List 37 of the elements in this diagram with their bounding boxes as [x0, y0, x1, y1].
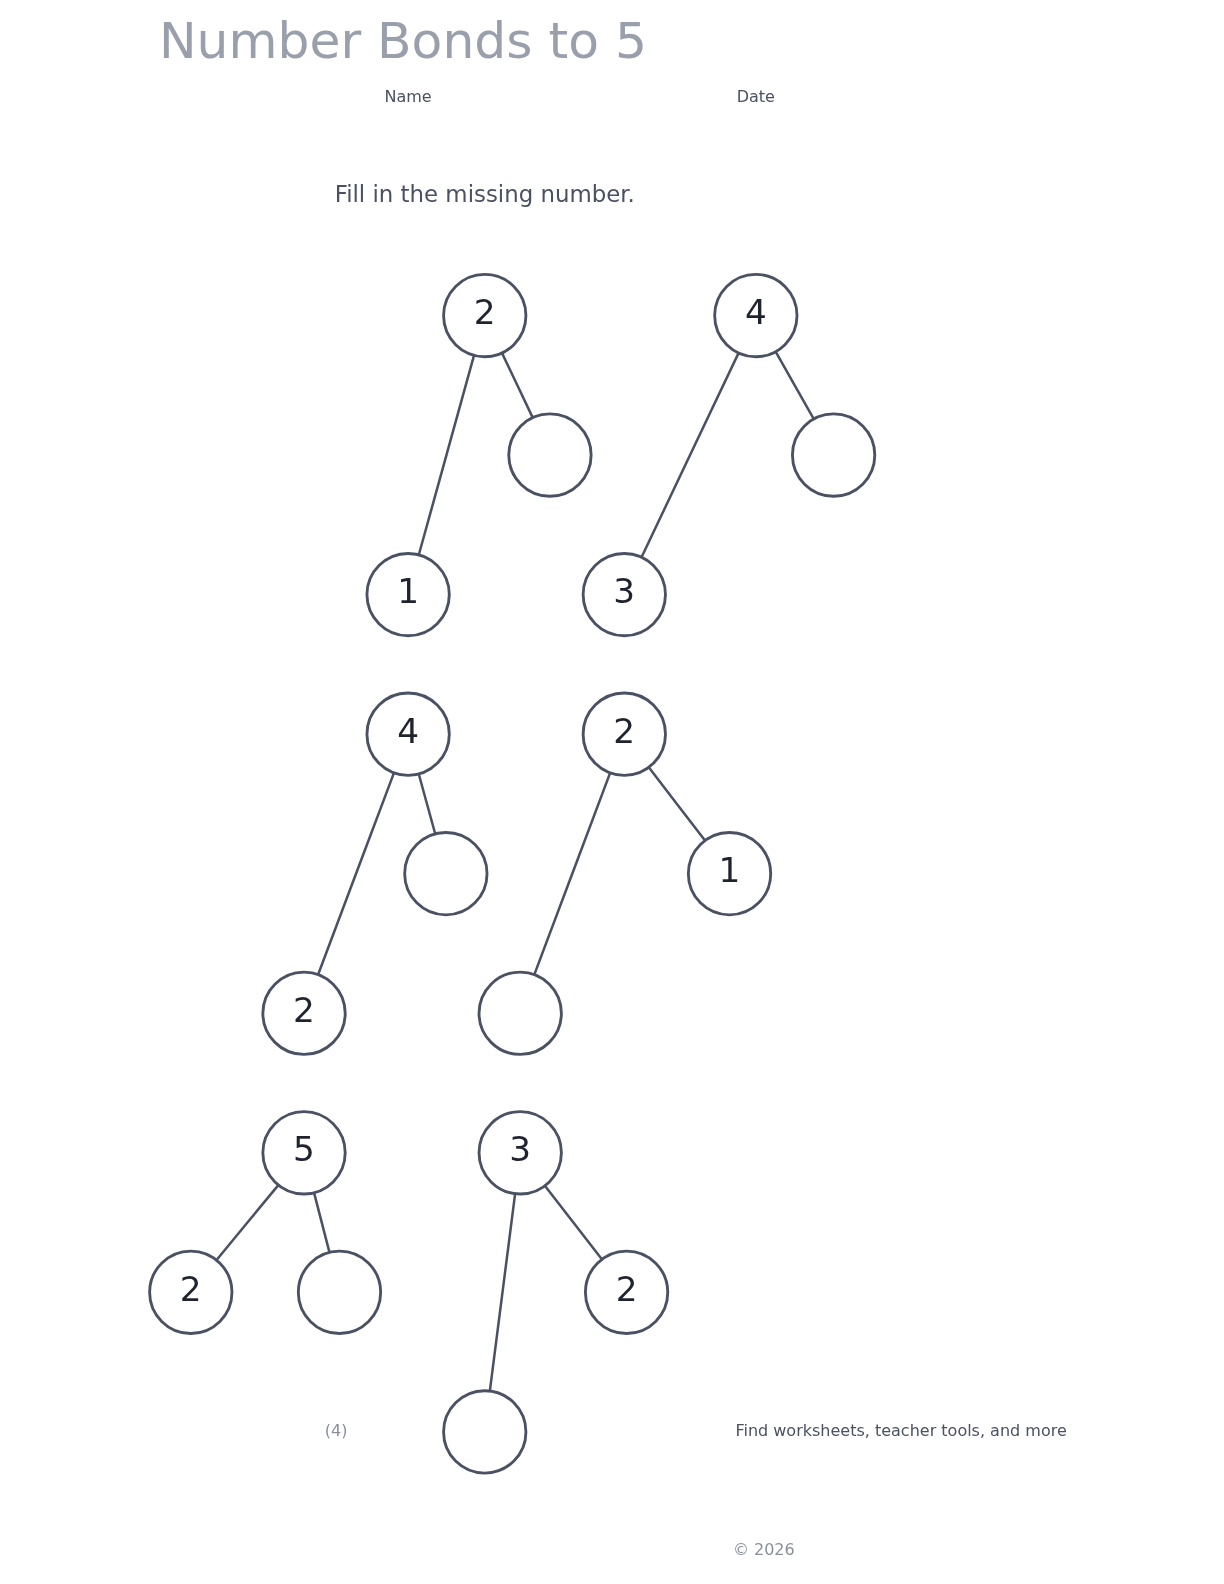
connector: [640, 352, 740, 557]
connector: [488, 1193, 517, 1391]
label: Date: [736, 86, 775, 106]
node-circle: 5: [261, 1109, 347, 1195]
label: Name: [384, 86, 432, 106]
node-circle: 3: [581, 551, 667, 637]
node-circle: 4: [365, 691, 451, 777]
node-circle: 4: [713, 272, 799, 358]
connector: [533, 772, 612, 975]
diagram-title: Number Bonds to 5: [158, 10, 647, 70]
node-circle: 3: [477, 1109, 563, 1195]
node-circle: [296, 1249, 383, 1335]
label: (4): [324, 1420, 348, 1440]
node-circle: [791, 411, 877, 498]
connector: [317, 772, 396, 975]
connector: [312, 1192, 331, 1252]
connector: [543, 1184, 603, 1260]
node-circle: 2: [148, 1249, 234, 1335]
connector: [417, 354, 476, 555]
node-circle: [507, 411, 593, 498]
connector: [215, 1183, 280, 1260]
connector: [774, 350, 815, 419]
node-circle: 2: [581, 691, 667, 777]
label: Find worksheets, teacher tools, and more: [735, 1420, 1067, 1440]
node-circle: [403, 830, 489, 916]
node-circle: [477, 970, 563, 1056]
node-circle: 1: [365, 551, 451, 637]
label: Fill in the missing number.: [334, 180, 635, 207]
connector: [417, 773, 437, 834]
label: © 2026: [732, 1539, 795, 1559]
node-circle: 2: [442, 272, 528, 358]
node-circle: 2: [261, 970, 347, 1056]
node-circle: 2: [584, 1249, 670, 1335]
connector: [647, 766, 706, 841]
node-circle: 1: [686, 830, 773, 916]
connector: [500, 352, 534, 418]
node-circle: [442, 1388, 528, 1474]
